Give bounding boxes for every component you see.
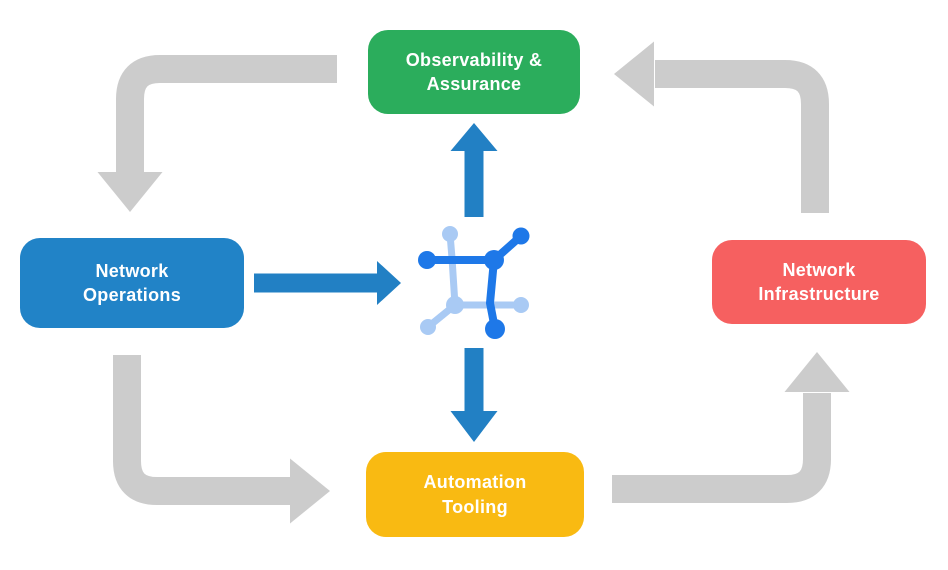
node-operations-label-line1: Network (95, 260, 169, 281)
node-operations-label-line2: Operations (82, 285, 182, 305)
node-infrastructure-label-line1: Network (782, 259, 856, 280)
node-observability-assurance: Observability & Assurance (368, 30, 580, 114)
node-network-operations: Network Operations (20, 238, 244, 328)
arrow-operations-to-automation (113, 355, 330, 524)
arrow-infrastructure-to-observability (614, 41, 829, 213)
network-mesh-icon (418, 226, 530, 339)
node-network-infrastructure: Network Infrastructure (712, 240, 926, 324)
node-infrastructure-label-line2: Infrastructure (758, 284, 880, 304)
network-mesh-icon-dark-strokes (418, 227, 530, 339)
arrow-center-to-observability (450, 123, 498, 217)
arrow-observability-to-operations (97, 55, 337, 212)
arrow-automation-to-infrastructure (612, 352, 850, 503)
node-observability-label-line2: Assurance (426, 74, 522, 94)
node-automation-label-line1: Automation (423, 472, 527, 493)
node-automation-label-line2: Tooling (442, 496, 508, 517)
arrow-center-to-automation (450, 348, 498, 442)
arrow-operations-to-center (254, 261, 401, 305)
node-automation-tooling: Automation Tooling (366, 452, 584, 537)
node-observability-label-line1: Observability & (405, 49, 543, 70)
